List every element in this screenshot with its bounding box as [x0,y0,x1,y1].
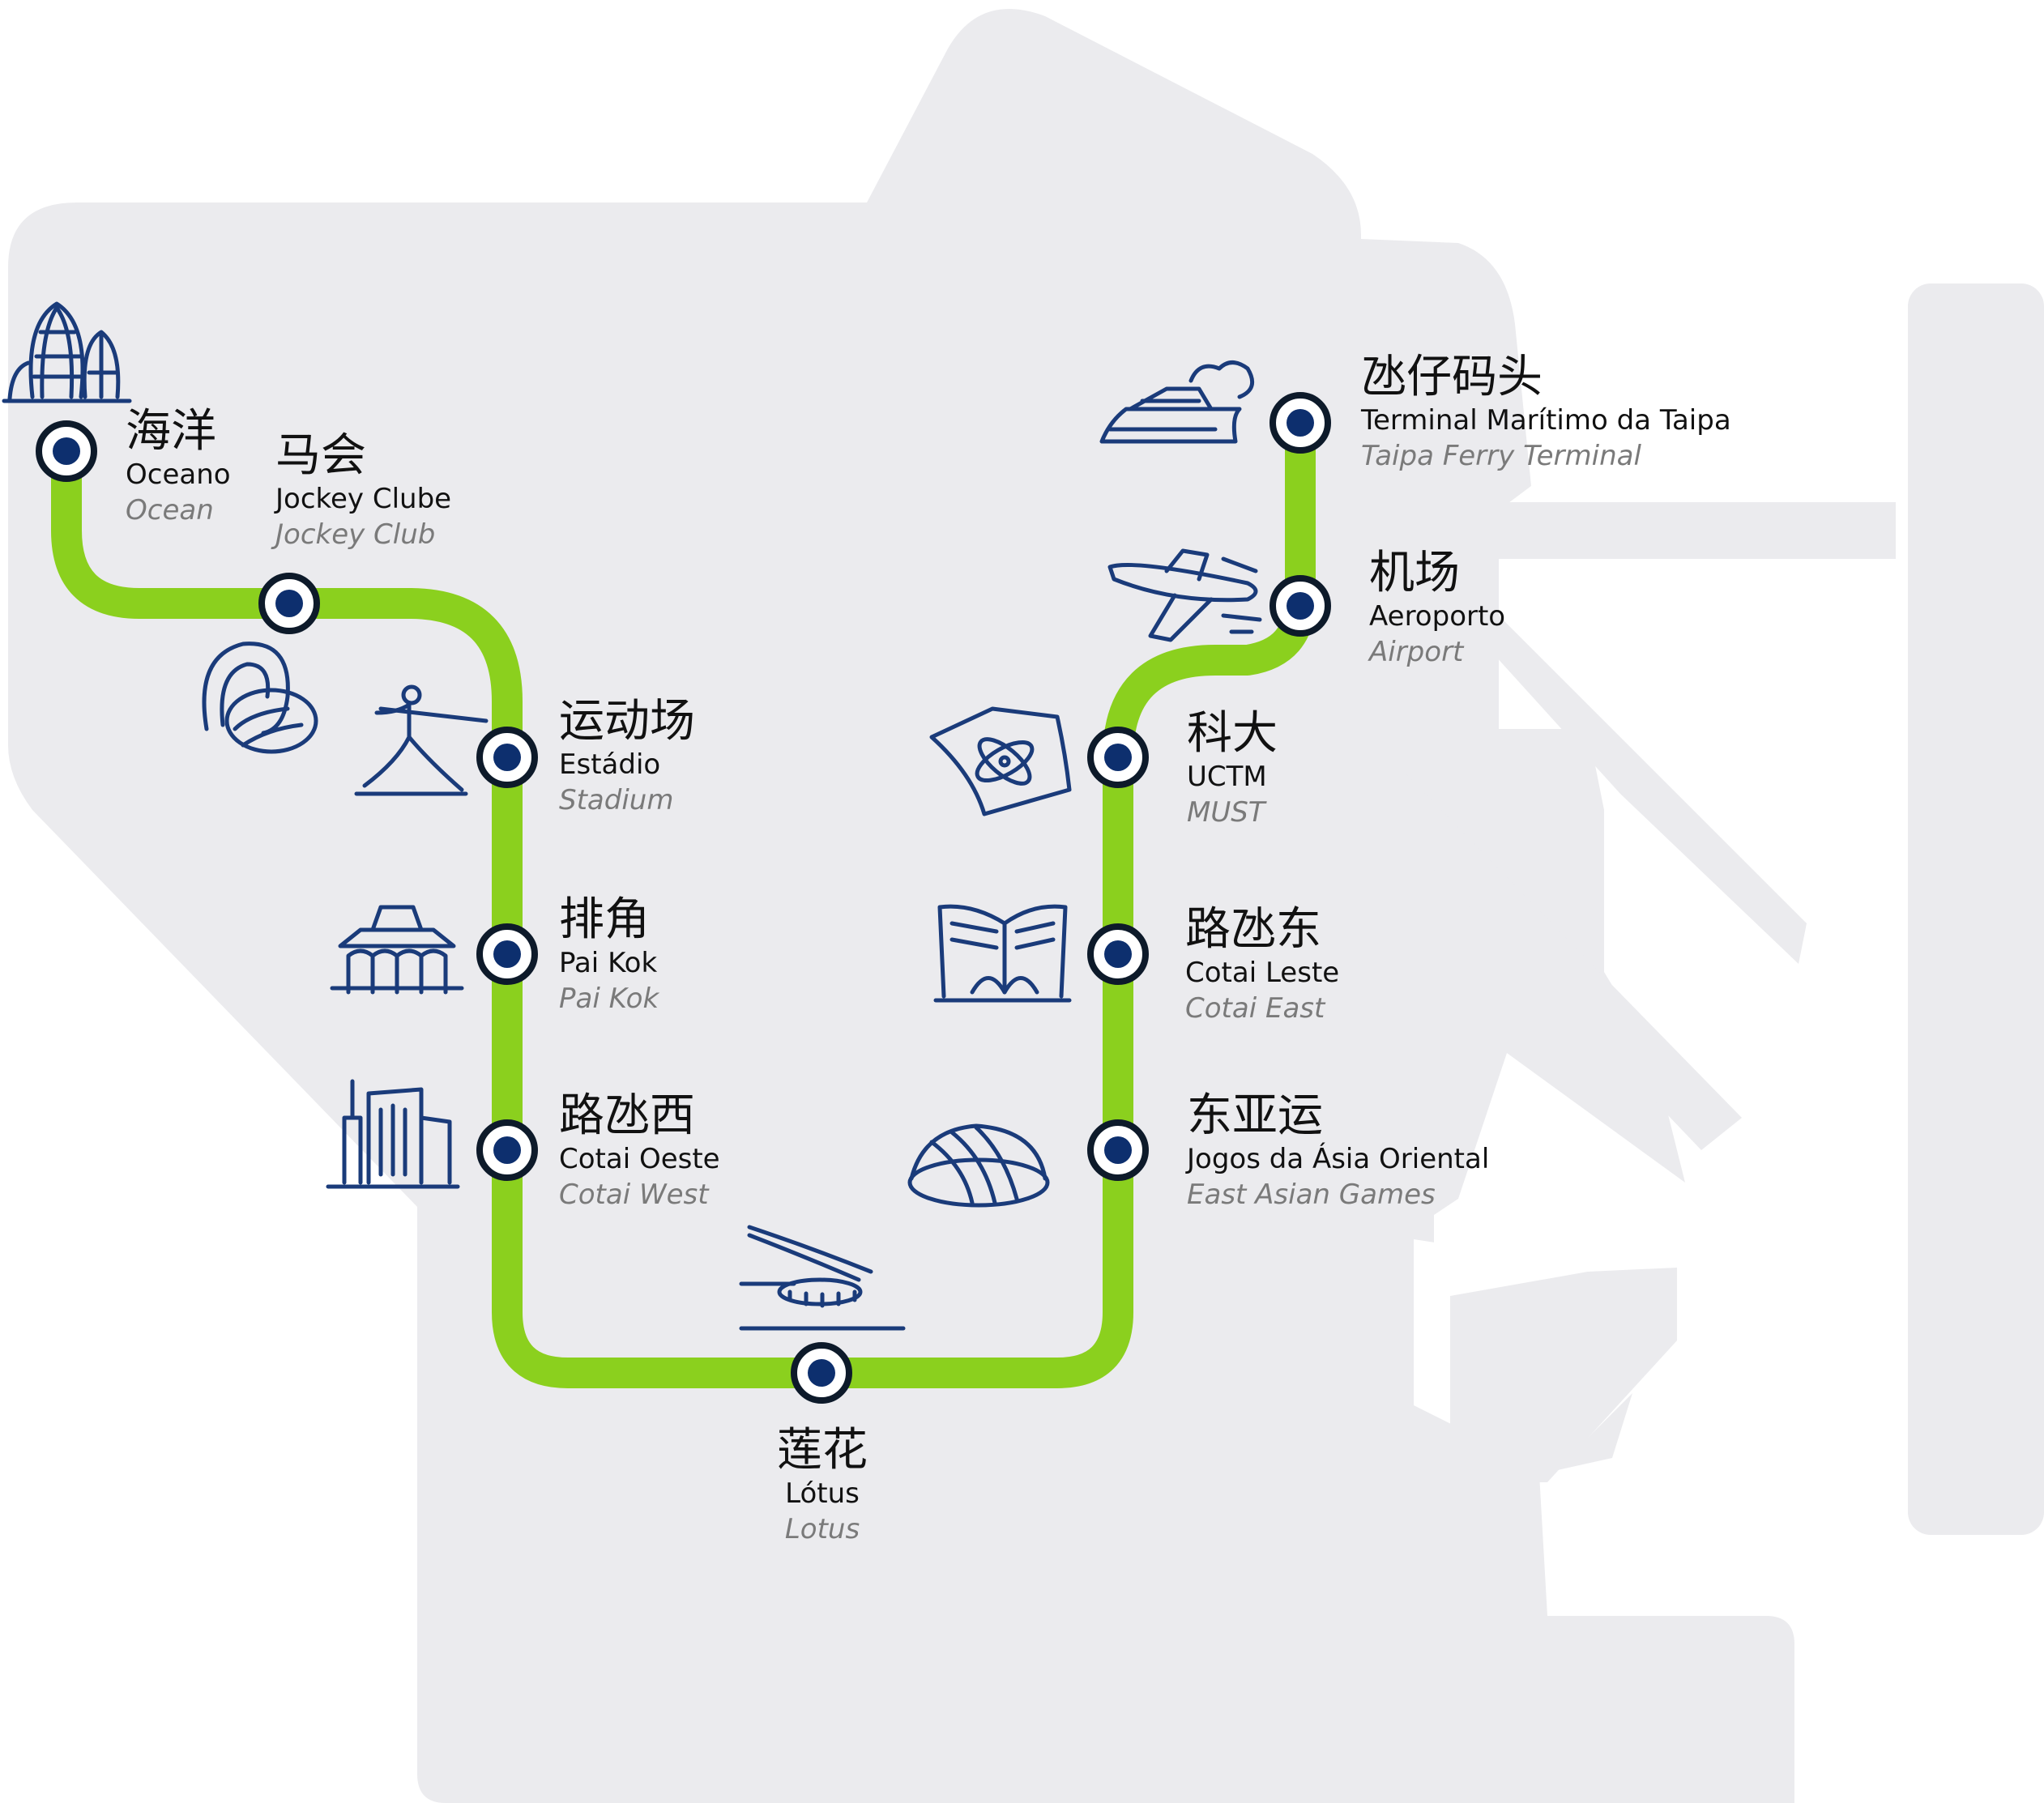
station-marker-ferry[interactable] [1269,392,1331,454]
station-label-airport: 机场 Aeroporto Airport [1369,547,1506,668]
station-name-zh: 科大 [1187,707,1278,760]
station-marker-paikok[interactable] [476,923,538,985]
open-book-building-icon [933,904,1072,1003]
airplane-icon [1107,548,1262,642]
station-name-zh: 运动场 [559,695,695,748]
station-name-zh: 东亚运 [1187,1089,1323,1142]
station-name-en: Jockey Club [275,518,436,551]
station-name-pt: Aeroporto [1369,600,1506,633]
station-name-zh: 氹仔码头 [1361,351,1543,403]
station-label-must: 科大 UCTM MUST [1187,707,1278,829]
station-name-pt: UCTM [1187,761,1267,793]
station-marker-jockey[interactable] [258,573,320,634]
station-marker-ocean[interactable] [36,420,97,482]
station-name-en: Stadium [559,784,674,816]
station-name-zh: 排角 [559,893,650,946]
station-marker-cotaiwest[interactable] [476,1119,538,1181]
station-name-en: Ocean [126,494,214,526]
atom-paper-icon [929,706,1072,816]
station-name-en: East Asian Games [1187,1179,1436,1211]
land-area [8,9,2044,1803]
station-label-eastasian: 东亚运 Jogos da Ásia Oriental East Asian Ga… [1187,1089,1490,1211]
station-label-jockey: 马会 Jockey Clube Jockey Club [275,429,452,551]
station-name-zh: 莲花 [777,1424,868,1477]
station-name-en: MUST [1187,796,1265,829]
station-label-cotaiwest: 路氹西 Cotai Oeste Cotai West [559,1089,720,1211]
station-name-zh: 海洋 [126,405,216,458]
station-marker-stadium[interactable] [476,727,538,788]
station-name-en: Cotai East [1185,992,1325,1025]
station-name-pt: Cotai Leste [1185,957,1340,989]
station-marker-lotus[interactable] [791,1342,852,1404]
station-label-ferry: 氹仔码头 Terminal Marítimo da Taipa Taipa Fe… [1361,351,1731,472]
station-name-zh: 机场 [1369,547,1460,599]
station-label-lotus: 莲花 Lótus Lotus [777,1424,868,1545]
station-marker-must[interactable] [1087,727,1149,788]
station-name-en: Pai Kok [559,982,659,1015]
station-name-pt: Pai Kok [559,947,658,979]
station-marker-eastasian[interactable] [1087,1119,1149,1181]
station-name-pt: Estádio [559,748,661,781]
station-name-pt: Jogos da Ásia Oriental [1187,1143,1490,1175]
station-name-pt: Oceano [126,458,231,491]
javelin-thrower-icon [354,684,489,796]
station-name-en: Lotus [784,1513,860,1545]
station-name-pt: Terminal Marítimo da Taipa [1361,404,1731,437]
station-label-ocean: 海洋 Oceano Ocean [126,405,231,526]
metro-line [51,407,1316,1388]
skyline-icon [326,1079,460,1189]
station-name-pt: Jockey Clube [275,483,452,515]
station-label-stadium: 运动场 Estádio Stadium [559,695,695,816]
ocean-towers-icon [2,301,132,403]
horseshoe-icon [202,641,318,754]
station-name-en: Cotai West [559,1179,709,1211]
station-name-pt: Cotai Oeste [559,1143,720,1175]
station-name-en: Airport [1369,636,1464,668]
lotus-bridge-icon [739,1225,906,1331]
station-name-en: Taipa Ferry Terminal [1361,440,1641,472]
station-marker-cotaieast[interactable] [1087,923,1149,985]
dome-arena-icon [907,1123,1050,1208]
station-marker-airport[interactable] [1269,575,1331,637]
pavilion-icon [330,905,464,995]
station-label-paikok: 排角 Pai Kok Pai Kok [559,893,659,1015]
station-name-zh: 路氹东 [1185,903,1321,956]
station-label-cotaieast: 路氹东 Cotai Leste Cotai East [1185,903,1340,1025]
ferry-icon [1099,360,1255,444]
station-name-pt: Lótus [785,1477,860,1510]
station-name-zh: 路氹西 [559,1089,695,1142]
station-name-zh: 马会 [275,429,366,482]
